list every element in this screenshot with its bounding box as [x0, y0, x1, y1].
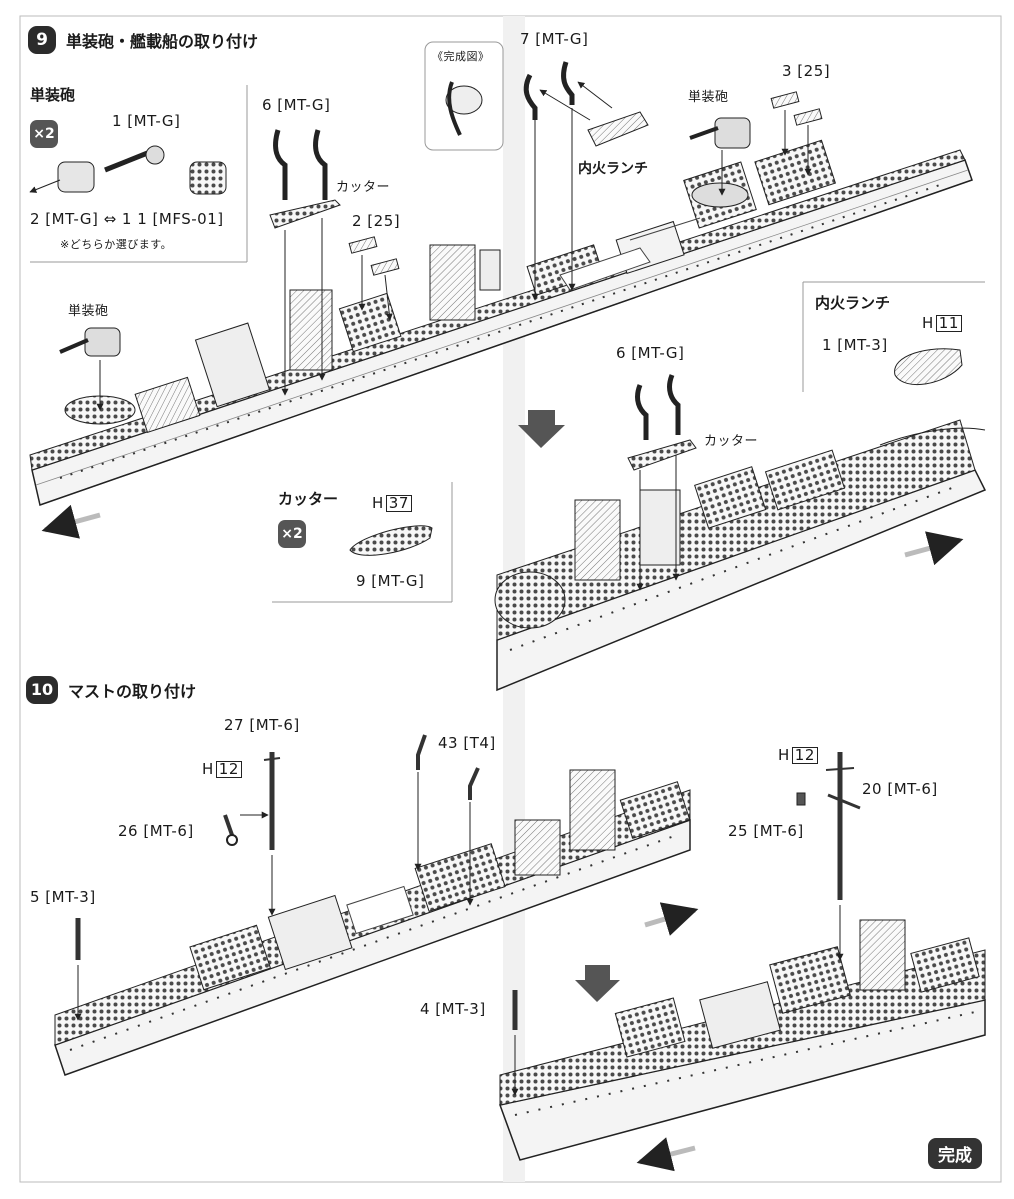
label-part-25-mt6: 25 [MT-6]	[728, 822, 804, 840]
label-part-26-mt6: 26 [MT-6]	[118, 822, 194, 840]
gun-choice-note: ※どちらか選びます。	[60, 238, 173, 251]
complete-badge: 完成	[928, 1138, 982, 1169]
step9-ship-closeup	[494, 374, 987, 692]
step10-title: マストの取り付け	[68, 682, 197, 701]
label-part-5-mt3: 5 [MT-3]	[30, 888, 96, 906]
label-cutter: カッター	[336, 180, 391, 195]
launch-panel-heading: 内火ランチ	[815, 294, 891, 312]
label-part-20-mt6: 20 [MT-6]	[862, 780, 938, 798]
label-completed-view: 《完成図》	[432, 50, 490, 63]
label-single-gun-fore: 単装砲	[68, 304, 109, 319]
launch-panel-drawing	[802, 281, 985, 392]
label-part-6-mtg-closeup: 6 [MT-G]	[616, 344, 685, 362]
gun-panel-drawing	[29, 85, 248, 263]
label-part-3-25: 3 [25]	[782, 62, 831, 80]
cutter-multiplier-badge: ×2	[278, 520, 306, 548]
completed-view-panel	[424, 41, 504, 151]
label-cutter-closeup: カッター	[704, 434, 759, 449]
step9-title: 単装砲・艦載船の取り付け	[66, 32, 259, 51]
step9-ship-main	[29, 117, 973, 539]
step9-cutter-davits	[269, 129, 341, 396]
label-part-9-mtg: 9 [MT-G]	[356, 572, 425, 590]
label-part-2-or-11: 2 [MT-G] ⇔ 1 1 [MFS-01]	[30, 210, 224, 228]
label-single-gun-aft: 単装砲	[688, 90, 729, 105]
gun-multiplier-badge: ×2	[30, 120, 58, 148]
label-part-4-mt3: 4 [MT-3]	[420, 1000, 486, 1018]
label-launch: 内火ランチ	[578, 161, 648, 177]
cutter-panel-heading: カッター	[278, 490, 339, 508]
label-part-6-mtg: 6 [MT-G]	[262, 96, 331, 114]
label-part-1-mt3: 1 [MT-3]	[822, 336, 888, 354]
cutter-panel-drawing	[272, 482, 453, 603]
step9-part-2-25	[348, 236, 400, 321]
label-part-1-mtg: 1 [MT-G]	[112, 112, 181, 130]
label-part-2-25: 2 [25]	[352, 212, 401, 230]
step9-down-arrow	[518, 410, 565, 448]
step9-number-badge: 9	[28, 26, 56, 54]
label-part-43-t4: 43 [T4]	[438, 734, 496, 752]
step9-launch-davits	[523, 61, 649, 301]
step9-part-3-25	[770, 91, 823, 176]
label-part-27-mt6: 27 [MT-6]	[224, 716, 300, 734]
step10-ship-main	[54, 734, 699, 1076]
label-part-7-mtg: 7 [MT-G]	[520, 30, 589, 48]
step10-number-badge: 10	[26, 676, 58, 704]
gun-panel-heading: 単装砲	[30, 86, 76, 104]
step10-down-arrow	[575, 965, 620, 1002]
step10-ship-closeup	[499, 752, 986, 1172]
